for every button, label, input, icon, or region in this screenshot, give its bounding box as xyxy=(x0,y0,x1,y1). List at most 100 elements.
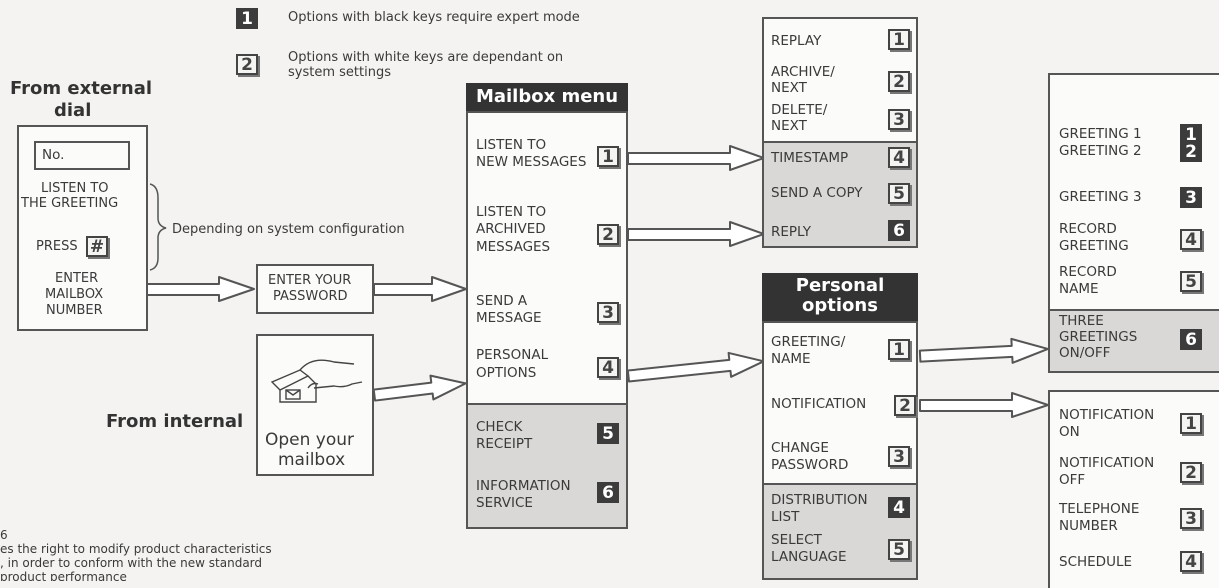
personal-options-title-2: options xyxy=(802,295,878,316)
message-item-5-line1: SEND A COPY xyxy=(771,185,863,201)
external-title-2: dial xyxy=(54,100,92,121)
notification-item-3-line1: TELEPHONE xyxy=(1059,501,1140,517)
mailbox-item-2-line1: LISTEN TO xyxy=(476,204,547,220)
number-field[interactable] xyxy=(34,141,130,170)
number-field-label: No. xyxy=(42,147,65,163)
legend-white-text-2: system settings xyxy=(288,65,391,80)
message-key-6[interactable]: 6 xyxy=(888,220,910,241)
notification-item-2-line1: NOTIFICATION xyxy=(1059,455,1155,471)
message-key-2[interactable]: 2 xyxy=(888,71,910,92)
brace xyxy=(149,183,167,271)
hash-key[interactable]: # xyxy=(86,236,108,257)
message-item-2-line1: ARCHIVE/ xyxy=(771,64,835,80)
footer-line-2: es the right to modify product character… xyxy=(0,542,272,556)
notification-key-1[interactable]: 1 xyxy=(1180,413,1202,434)
greeting-item-1-line1: GREETING 1 xyxy=(1059,126,1142,142)
message-key-4[interactable]: 4 xyxy=(888,147,910,168)
personal-item-5-line2: LANGUAGE xyxy=(771,549,847,565)
mailbox-key-1[interactable]: 1 xyxy=(597,146,619,167)
mailbox-item-1-line1: LISTEN TO xyxy=(476,137,547,153)
depending-text: Depending on system configuration xyxy=(172,222,405,237)
notification-key-4[interactable]: 4 xyxy=(1180,551,1202,572)
mailbox-item-6-line2: SERVICE xyxy=(476,495,533,511)
mailbox-item-3-line2: MESSAGE xyxy=(476,310,542,326)
greeting-item-6-line2: GREETINGS xyxy=(1059,329,1138,345)
arrow-password-to-mailbox xyxy=(373,276,467,302)
mailbox-item-5-line1: CHECK xyxy=(476,419,523,435)
mailbox-key-2[interactable]: 2 xyxy=(597,224,619,245)
greeting-item-5-line2: NAME xyxy=(1059,281,1099,297)
personal-item-3-line1: CHANGE xyxy=(771,440,829,456)
message-item-6-line1: REPLY xyxy=(771,224,812,240)
mailbox-key-3[interactable]: 3 xyxy=(597,302,619,323)
arrow-notification-to-notification-menu xyxy=(919,392,1049,418)
mailbox-key-6[interactable]: 6 xyxy=(597,482,619,503)
password-box xyxy=(256,264,374,314)
personal-item-4-line2: LIST xyxy=(771,509,800,525)
personal-item-1-line2: NAME xyxy=(771,351,811,367)
message-key-1[interactable]: 1 xyxy=(888,29,910,50)
personal-item-2-line1: NOTIFICATION xyxy=(771,396,867,412)
password-line-2: PASSWORD xyxy=(273,289,348,304)
notification-item-3-line2: NUMBER xyxy=(1059,518,1118,534)
personal-key-1[interactable]: 1 xyxy=(888,339,910,360)
password-line-1: ENTER YOUR xyxy=(268,273,352,288)
notification-item-1-line2: ON xyxy=(1059,424,1080,440)
message-item-3-line2: NEXT xyxy=(771,118,807,134)
external-enter-3: NUMBER xyxy=(46,303,103,318)
legend-white-key: 2 xyxy=(236,54,258,75)
external-enter-2: MAILBOX xyxy=(45,287,104,302)
external-listen-1: LISTEN TO xyxy=(41,181,109,196)
greeting-item-3-line1: GREETING 3 xyxy=(1059,189,1142,205)
mailbox-item-4-line1: PERSONAL xyxy=(476,347,549,363)
notification-item-2-line2: OFF xyxy=(1059,472,1086,488)
notification-key-2[interactable]: 2 xyxy=(1180,462,1202,483)
internal-title: From internal xyxy=(106,411,244,432)
footer-line-4: product performance xyxy=(0,571,127,581)
internal-open-1: Open your xyxy=(265,430,355,450)
greeting-key-4[interactable]: 4 xyxy=(1180,229,1202,250)
mailbox-key-4[interactable]: 4 xyxy=(597,357,619,378)
arrow-external-to-password xyxy=(136,276,255,302)
greeting-key-5[interactable]: 5 xyxy=(1180,271,1202,292)
greeting-item-4-line2: GREETING xyxy=(1059,238,1129,254)
mailbox-key-5[interactable]: 5 xyxy=(597,423,619,444)
greeting-item-2-line1: GREETING 2 xyxy=(1059,143,1142,159)
mailbox-item-5-line2: RECEIPT xyxy=(476,436,533,452)
personal-options-title: Personal options xyxy=(762,273,918,321)
notification-key-3[interactable]: 3 xyxy=(1180,508,1202,529)
arrow-greeting-to-greeting-menu xyxy=(918,337,1049,364)
personal-key-5[interactable]: 5 xyxy=(888,539,910,560)
mailbox-menu-title: Mailbox menu xyxy=(466,83,628,111)
greeting-item-4-line1: RECORD xyxy=(1059,221,1117,237)
personal-item-4-line1: DISTRIBUTION xyxy=(771,492,868,508)
external-listen-2: THE GREETING xyxy=(21,196,119,211)
personal-key-4[interactable]: 4 xyxy=(888,497,910,518)
greeting-item-6-line1: THREE xyxy=(1059,313,1104,329)
external-press: PRESS xyxy=(36,239,78,254)
arrow-new-messages-to-message-menu xyxy=(627,145,765,171)
arrow-archived-to-message-menu xyxy=(627,221,765,247)
message-key-3[interactable]: 3 xyxy=(888,109,910,130)
mailbox-item-6-line1: INFORMATION xyxy=(476,478,571,494)
message-key-5[interactable]: 5 xyxy=(888,183,910,204)
greeting-key-3[interactable]: 3 xyxy=(1180,187,1202,208)
notification-item-1-line1: NOTIFICATION xyxy=(1059,407,1155,423)
greeting-item-5-line1: RECORD xyxy=(1059,264,1117,280)
footer-line-1: 6 xyxy=(0,528,8,542)
internal-box xyxy=(256,334,374,476)
external-title-1: From external xyxy=(10,78,153,99)
greeting-key-2[interactable]: 2 xyxy=(1180,141,1202,162)
mailbox-item-4-line2: OPTIONS xyxy=(476,365,537,381)
personal-key-3[interactable]: 3 xyxy=(888,446,910,467)
legend-black-text: Options with black keys require expert m… xyxy=(288,10,580,25)
greeting-key-6[interactable]: 6 xyxy=(1180,329,1202,350)
mailbox-item-3-line1: SEND A xyxy=(476,293,528,309)
personal-options-title-1: Personal xyxy=(795,275,885,296)
message-item-1-line1: REPLAY xyxy=(771,33,822,49)
personal-key-2[interactable]: 2 xyxy=(894,395,916,416)
mailbox-hand-icon xyxy=(264,346,368,408)
mailbox-item-2-line3: MESSAGES xyxy=(476,239,551,255)
footer-line-3: , in order to conform with the new stand… xyxy=(0,556,263,570)
message-item-4-line1: TIMESTAMP xyxy=(771,150,849,166)
